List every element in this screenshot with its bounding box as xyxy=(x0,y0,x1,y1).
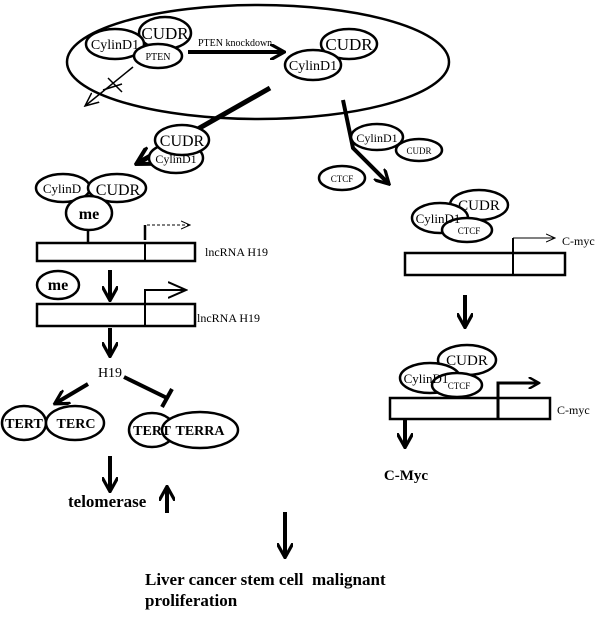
complex-cylind1-cudr-branch: CylinD1 CUDR xyxy=(349,122,444,163)
right-branch-arrow xyxy=(341,99,388,183)
outcome-label-line2: proliferation xyxy=(145,591,238,610)
label-ctcf: CTCF xyxy=(331,174,354,184)
label-terc: TERC xyxy=(57,417,96,432)
activation-arrow xyxy=(56,382,90,403)
label-cylind1: CylinD1 xyxy=(416,211,461,226)
complex-tert-terra: TERT TERRA xyxy=(127,410,240,450)
complex-tert-terc: TERT TERC xyxy=(0,404,106,442)
gene-label-cmyc: C-myc xyxy=(562,234,595,248)
label-pten: PTEN xyxy=(146,52,171,63)
gene-label-cmyc: C-myc xyxy=(557,403,590,417)
label-cylind1: CylinD1 xyxy=(91,38,139,53)
label-cudr: CUDR xyxy=(406,146,431,156)
transcription-arrow xyxy=(144,290,186,326)
h19-label: H19 xyxy=(98,366,122,381)
gene-box-h19-active xyxy=(35,302,197,328)
complex-cudr-cylind1-left: CUDR CylinD1 xyxy=(147,123,211,175)
gene-label-lncrna-h19: lncRNA H19 xyxy=(197,311,260,325)
label-ctcf: CTCF xyxy=(458,226,481,236)
complex-cudr-cylind1-ctcf-2: CUDR CylinD1 CTCF xyxy=(398,343,498,399)
block-cross xyxy=(102,83,123,91)
gene-box-cmyc-1 xyxy=(403,251,567,277)
label-cudr: CUDR xyxy=(160,133,205,150)
label-me: me xyxy=(48,277,68,294)
outcome-label: Liver cancer stem cell malignant xyxy=(145,570,386,589)
label-cudr: CUDR xyxy=(325,35,373,54)
label-cylind1: CylinD1 xyxy=(289,59,337,74)
me-ellipse xyxy=(35,269,81,301)
inhibition-line xyxy=(123,375,168,400)
label-cudr: CUDR xyxy=(96,182,141,199)
gene-box-h19-repressed xyxy=(35,241,197,263)
active-transcription-arrow xyxy=(496,383,538,419)
label-tert: TERT xyxy=(133,424,171,439)
label-cudr: CUDR xyxy=(446,353,488,369)
label-me: me xyxy=(79,206,99,223)
label-ctcf: CTCF xyxy=(448,381,471,391)
cell-boundary xyxy=(65,3,451,121)
label-cylind1: CylinD1 xyxy=(356,131,397,145)
label-cylind1: CylinD1 xyxy=(155,152,196,166)
label-cudr: CUDR xyxy=(141,24,189,43)
label-cylind: CylinD xyxy=(43,181,81,196)
label-cudr: CUDR xyxy=(458,198,500,214)
gene-label-lncrna-h19: lncRNA H19 xyxy=(205,245,268,259)
inhibition-bar xyxy=(160,388,174,408)
complex-cylind1-cudr-right: CUDR CylinD1 xyxy=(283,27,379,82)
label-tert: TERT xyxy=(5,417,43,432)
pten-knockdown-label: PTEN knockdown xyxy=(198,38,272,49)
complex-cylind-cudr-me: CylinD CUDR me xyxy=(34,172,148,232)
complex-cylind1-cudr-pten: CUDR CylinD1 PTEN xyxy=(84,15,193,70)
label-cylind1: CylinD1 xyxy=(404,371,449,386)
block-cross xyxy=(107,77,123,93)
ctcf-ellipse xyxy=(317,164,367,192)
label-terra: TERRA xyxy=(175,424,225,439)
telomerase-label: telomerase xyxy=(68,492,147,511)
complex-cudr-cylind1-ctcf-1: CUDR CylinD1 CTCF xyxy=(410,188,510,244)
blocked-arrow xyxy=(85,66,134,106)
gene-box-cmyc-2 xyxy=(388,396,552,421)
cmyc-product-label: C-Myc xyxy=(384,468,428,484)
